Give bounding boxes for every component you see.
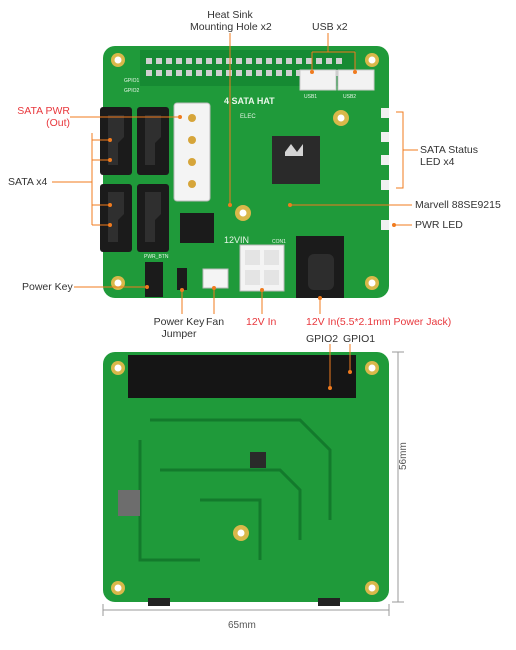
v12-in-label: 12V In [246, 316, 277, 328]
power-key-jumper-pins [177, 268, 187, 290]
gpio-pin [306, 58, 312, 64]
jumper-block [180, 213, 214, 243]
gpio-pin [146, 70, 152, 76]
gpio-pin [216, 58, 222, 64]
status-led-4 [381, 180, 389, 190]
gpio-pin [196, 58, 202, 64]
gpio-pin [176, 70, 182, 76]
marvell-chip [272, 136, 320, 184]
gpio-pin [166, 70, 172, 76]
gpio-pin [226, 58, 232, 64]
gpio-pin [176, 58, 182, 64]
sata-status-label-line1: SATA Status [420, 144, 478, 156]
gpio-pin [236, 58, 242, 64]
gpio-pin [166, 58, 172, 64]
gpio-pin [296, 70, 302, 76]
gpio-pin [186, 58, 192, 64]
gpio2-silk: GPIO2 [124, 88, 140, 94]
gpio-pin [296, 58, 302, 64]
marvell-label: Marvell 88SE9215 [415, 199, 501, 211]
gpio-pin [146, 58, 152, 64]
pwr-btn-silk: PWR_BTN [144, 254, 169, 260]
gpio-pin [246, 70, 252, 76]
sata-status-label: SATA Status LED x4 [420, 144, 478, 168]
bottom-leader-lines [329, 344, 351, 388]
pwr-led-label: PWR LED [415, 219, 463, 231]
power-key-jumper-label-line2: Jumper [161, 328, 197, 340]
gpio-pin [156, 58, 162, 64]
power-key-button [145, 262, 163, 297]
bottom-ic [250, 452, 266, 468]
heat-sink-label: Heat Sink Mounting Hole x2 [190, 9, 272, 33]
width-dimension-label: 65mm [228, 620, 256, 631]
sata-power-connector [173, 102, 211, 202]
gpio-pin [206, 58, 212, 64]
status-led-1 [381, 108, 389, 118]
height-dimension-label: 56mm [398, 442, 409, 470]
con1-silk: CON1 [272, 239, 286, 245]
gpio-pin [256, 70, 262, 76]
bottom-gpio1-label: GPIO1 [343, 333, 376, 345]
gpio-pin [276, 58, 282, 64]
gpio-pin [286, 70, 292, 76]
board-name-silk: 4 SATA HAT [224, 96, 275, 106]
bottom-gpio-header [128, 355, 356, 398]
bottom-gpio2-label: GPIO2 [306, 333, 339, 345]
gpio-pin [266, 58, 272, 64]
heat-sink-label-line1: Heat Sink [207, 9, 253, 21]
usb1-silk: USB1 [304, 94, 317, 100]
gpio1-silk: GPIO1 [124, 78, 140, 84]
heat-sink-label-line2: Mounting Hole x2 [190, 21, 272, 33]
fan-connector [202, 268, 229, 289]
usb2-silk: USB2 [343, 94, 356, 100]
status-led-2 [381, 132, 389, 142]
elec-silk: ELEC [240, 114, 256, 120]
top-leader-lines [52, 33, 418, 314]
usb2-connector [337, 69, 375, 91]
gpio-pin [216, 70, 222, 76]
sata-pwr-label: SATA PWR (Out) [10, 105, 70, 129]
gpio-pin [256, 58, 262, 64]
top-leader-dots [108, 70, 396, 300]
sata-pwr-label-line1: SATA PWR [17, 105, 70, 117]
bottom-gpio1-header [345, 369, 356, 380]
bottom-pcb [103, 352, 389, 602]
sata-status-label-line2: LED x4 [420, 156, 455, 168]
gpio-pin [276, 70, 282, 76]
v12-jack-label: 12V In(5.5*2.1mm Power Jack) [306, 316, 452, 328]
gpio-pin [286, 58, 292, 64]
gpio-pin [196, 70, 202, 76]
sata-pwr-label-line2: (Out) [46, 117, 70, 129]
gpio-pin [326, 58, 332, 64]
pwr-led [381, 220, 389, 230]
power-key-jumper-label: Power Key Jumper [142, 316, 216, 340]
dimension-lines [102, 351, 404, 616]
gpio-pin [336, 58, 342, 64]
gpio-pin [186, 70, 192, 76]
power-key-jumper-label-line1: Power Key [153, 316, 205, 328]
status-led-3 [381, 155, 389, 165]
gpio-pin [236, 70, 242, 76]
v12in-silk: 12VIN [224, 235, 249, 245]
bottom-board [103, 352, 389, 606]
usb1-connector [299, 69, 337, 91]
power-key-label: Power Key [22, 281, 73, 293]
gpio-pin [226, 70, 232, 76]
top-board: 4 SATA HAT ELEC GPIO1 GPIO2 12VIN PWR_BT… [100, 46, 389, 298]
gpio-pin [206, 70, 212, 76]
gpio-pin [266, 70, 272, 76]
sata-x4-label: SATA x4 [8, 176, 48, 188]
gpio-pin [316, 58, 322, 64]
fan-label: Fan [206, 316, 225, 328]
gpio-pin [246, 58, 252, 64]
usb-label: USB x2 [312, 21, 348, 33]
gpio-pin [156, 70, 162, 76]
bottom-inductor [118, 490, 140, 516]
